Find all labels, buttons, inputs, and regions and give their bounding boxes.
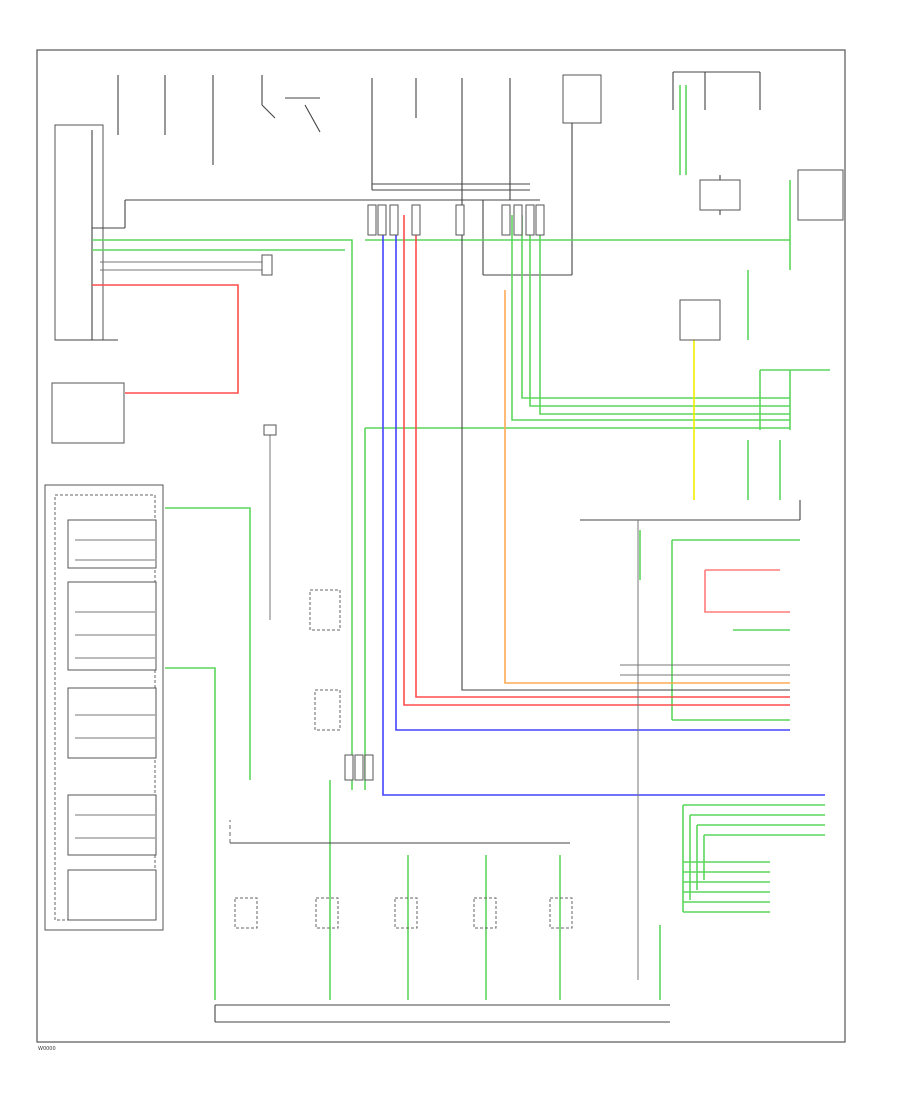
component-box (315, 897, 339, 929)
wire-green (539, 215, 790, 415)
component-box (473, 897, 497, 929)
wire-segment (461, 200, 790, 691)
wire-orange (504, 290, 790, 684)
component-box (234, 897, 258, 929)
component-box (367, 204, 377, 236)
component-box (525, 204, 535, 236)
component-box (377, 204, 387, 236)
wire-green (165, 507, 251, 780)
wire-pink (704, 570, 790, 613)
fuse-group-center (371, 74, 602, 276)
component-box (354, 754, 364, 781)
relay-icon (51, 382, 125, 444)
component-box (67, 687, 157, 759)
component-box (67, 519, 157, 569)
component-box (261, 254, 273, 276)
component-box (67, 794, 157, 856)
component-box (67, 581, 157, 671)
component-box (562, 74, 602, 124)
component-box (314, 689, 341, 731)
wire-blue (382, 215, 825, 796)
component-box (549, 897, 573, 929)
diagram-frame (36, 49, 846, 1043)
component-box (389, 204, 399, 236)
relay-boxes (51, 179, 741, 731)
green-harness (92, 85, 830, 1000)
bottom-switches (229, 820, 573, 929)
wire-red (415, 215, 790, 698)
wire-segment (304, 104, 321, 133)
wire-green (521, 215, 790, 399)
component-box (54, 124, 104, 341)
component-box (797, 169, 844, 221)
wire-red (403, 215, 790, 706)
connector-ticks (344, 204, 545, 781)
footer-code: W0000 (38, 1046, 56, 1052)
component-box (309, 589, 341, 631)
wire-red (92, 284, 239, 394)
component-box (501, 204, 511, 236)
component-box (411, 204, 421, 236)
component-box (455, 204, 465, 236)
component-box (513, 204, 523, 236)
module-top-left (54, 124, 118, 341)
colored-wires (92, 215, 825, 796)
component-box (344, 754, 354, 781)
fuse-group-left (117, 75, 321, 165)
component-box (535, 204, 545, 236)
black-harness (263, 200, 801, 980)
wire-green (529, 215, 790, 407)
relay-icon (679, 299, 721, 341)
wire-green (92, 239, 353, 790)
wire-green (165, 667, 216, 1000)
wire-segment (261, 104, 276, 119)
component-box (67, 869, 157, 921)
component-box (394, 897, 418, 929)
component-box (263, 424, 277, 436)
module-bottom-left (44, 484, 164, 931)
relay-icon (699, 179, 741, 211)
wire-green (511, 215, 790, 421)
component-box (364, 754, 374, 781)
top-right-bus (672, 71, 844, 221)
wire-blue (395, 215, 790, 731)
